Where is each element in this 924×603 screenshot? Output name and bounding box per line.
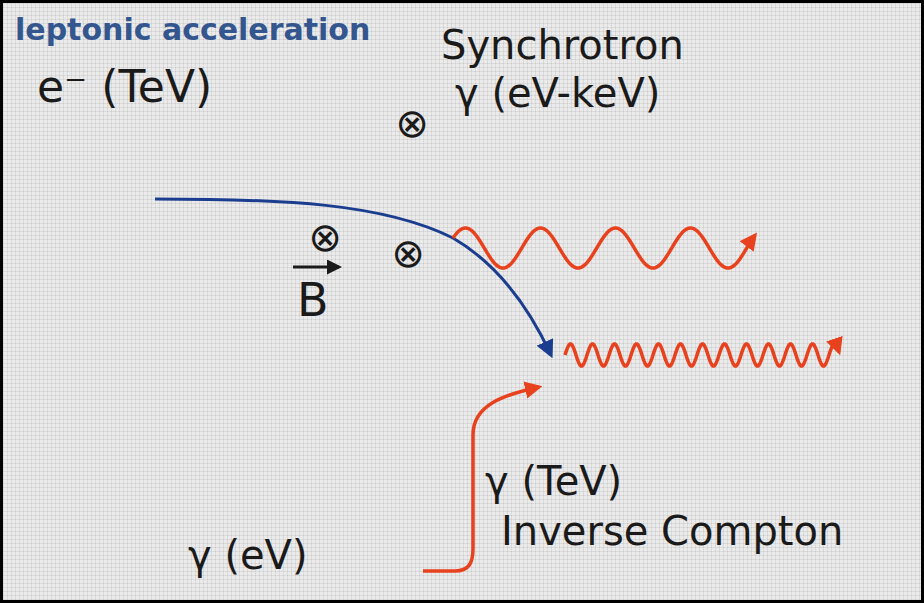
particle-label: e⁻ (TeV): [37, 65, 212, 109]
field-symbol: ⊗: [391, 233, 425, 273]
inverse-compton-photon: [565, 344, 839, 366]
process-label: Synchrotron: [441, 25, 684, 65]
electron-path: [155, 199, 551, 355]
process-label: Inverse Compton: [501, 511, 843, 551]
photon-label: γ (TeV): [485, 461, 622, 501]
photon-label: γ (eV-keV): [455, 73, 660, 113]
field-symbol: ⊗: [308, 217, 342, 257]
vector-label: B: [297, 277, 329, 323]
synchrotron-photon: [453, 228, 755, 268]
field-symbol: ⊗: [395, 103, 429, 143]
slide-title: leptonic acceleration: [15, 15, 370, 45]
photon-label: γ (eV): [188, 535, 308, 575]
vector-arrow: [293, 266, 339, 269]
